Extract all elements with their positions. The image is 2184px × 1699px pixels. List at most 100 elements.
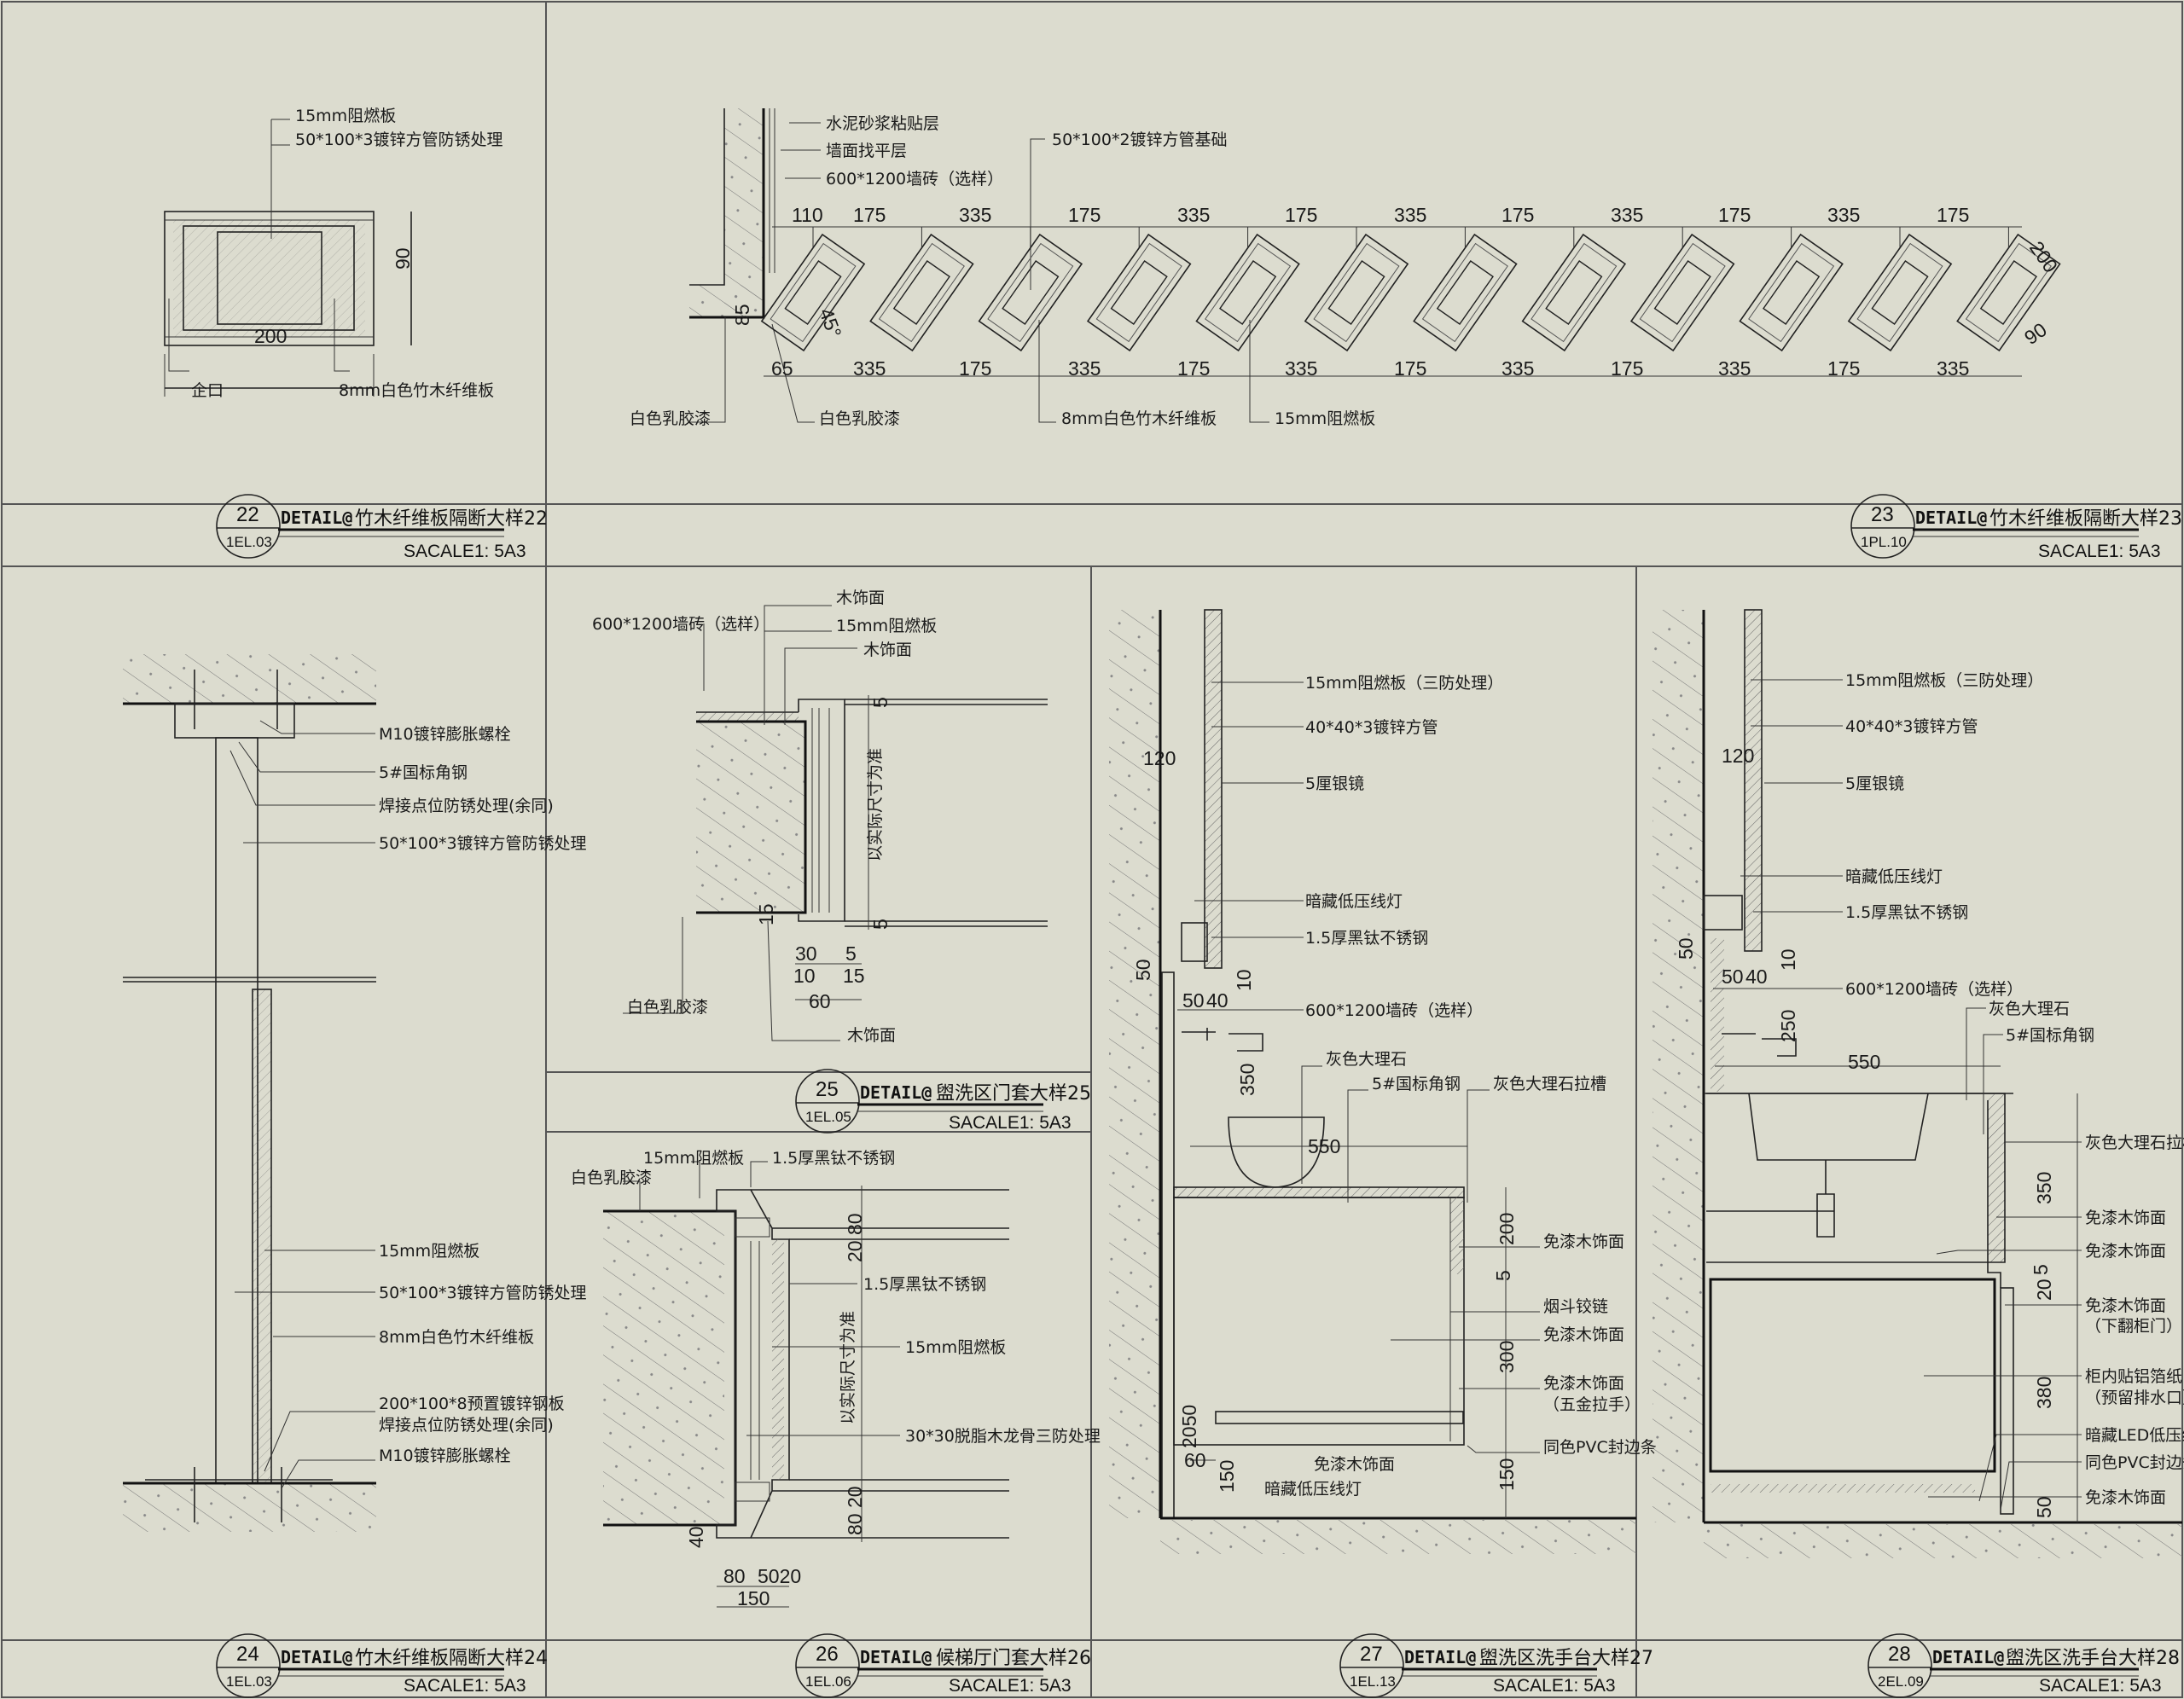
detail-prefix: DETAIL@ — [860, 1082, 932, 1103]
dim: 50 — [2033, 1496, 2055, 1518]
label-angle-steel: 5#国标角钢 — [379, 763, 468, 782]
sheet-ref: 1EL.13 — [1350, 1673, 1396, 1690]
detail-title: 盥洗区门套大样25 — [936, 1083, 1091, 1105]
detail-22: 15mm阻燃板 50*100*3镀锌方管防锈处理 企口 8mm白色竹木纤维板 2… — [164, 107, 503, 400]
dim: 335 — [1285, 357, 1317, 380]
dim: 335 — [1937, 357, 1969, 380]
label-bamboo-board: 8mm白色竹木纤维板 — [379, 1328, 534, 1347]
sheet-ref: 2EL.09 — [1878, 1673, 1924, 1690]
detail-scale: SACALE1: 5A3 — [1493, 1676, 1616, 1696]
dim: 80 — [723, 1565, 746, 1587]
dim: 5 — [1492, 1270, 1514, 1281]
dim: 50 — [1182, 989, 1205, 1012]
dim: 80 20 — [844, 1486, 866, 1535]
dim: 30 — [795, 942, 817, 965]
detail-25: 木饰面 15mm阻燃板 木饰面 600*1200墙砖（选样） 以实际尺寸为准 白… — [592, 589, 1048, 1045]
dim: 20 80 — [844, 1213, 866, 1262]
label-wood-keel: 30*30脱脂木龙骨三防处理 — [905, 1427, 1101, 1446]
label-expansion-bolt: M10镀锌膨胀螺栓 — [379, 725, 511, 744]
label-weld-point-2: 焊接点位防锈处理(余同) — [379, 1416, 554, 1435]
dim: 20 — [2033, 1279, 2055, 1301]
label-wall-tile: 600*1200墙砖（选样） — [1305, 1001, 1483, 1020]
dim: 200 — [1496, 1213, 1518, 1245]
dim: 335 — [1611, 204, 1643, 226]
dim: 175 — [1718, 204, 1751, 226]
dim: 10 — [793, 965, 816, 987]
detail-prefix: DETAIL@ — [281, 1647, 352, 1667]
detail-23-dims-top: 110 175 335 175 335 175 335 175 335 175 … — [792, 204, 1969, 226]
label-bamboo-board: 8mm白色竹木纤维板 — [339, 381, 494, 400]
label-veneer-4: 免漆木饰面 — [2085, 1488, 2166, 1507]
dim: 350 — [2033, 1172, 2055, 1204]
detail-24-structure — [123, 654, 376, 1532]
dim: 335 — [959, 204, 991, 226]
label-hidden-light: 暗藏低压线灯 — [1845, 867, 1943, 886]
detail-27: 15mm阻燃板（三防处理） 40*40*3镀锌方管 5厘银镜 暗藏低压线灯 1.… — [1109, 609, 1657, 1554]
label-wall-tile: 600*1200墙砖（选样） — [592, 615, 770, 634]
sheet-ref: 1EL.05 — [805, 1109, 851, 1125]
detail-22-section — [164, 119, 412, 397]
label-veneer-2: 免漆木饰面 — [1543, 1325, 1624, 1344]
dim: 15 — [755, 903, 777, 925]
label-steel-plate: 200*100*8预置镀锌钢板 — [379, 1395, 565, 1413]
dim: 175 — [1611, 357, 1643, 380]
label-fire-board: 15mm阻燃板（三防处理） — [1305, 674, 1503, 693]
label-angle-steel: 5#国标角钢 — [2006, 1026, 2094, 1045]
dim: 65 — [771, 357, 793, 380]
dim: 5020 — [758, 1565, 801, 1587]
title-block-23: 23 1PL.10 DETAIL@ 竹木纤维板隔断大样23 SACALE1: 5… — [1850, 494, 2182, 561]
detail-scale: SACALE1: 5A3 — [2038, 542, 2161, 561]
partition-block — [760, 233, 866, 352]
sheet-ref: 1EL.03 — [226, 1673, 272, 1690]
dim: 2050 — [1178, 1405, 1200, 1448]
label-fire-board: 15mm阻燃板 — [836, 617, 937, 635]
dim: 120 — [1722, 745, 1754, 767]
dim: 110 — [792, 204, 823, 226]
dim: 335 — [1502, 357, 1534, 380]
label-black-titanium: 1.5厚黑钛不锈钢 — [1845, 903, 1968, 922]
detail-title: 竹木纤维板隔断大样24 — [355, 1648, 548, 1669]
label-wood-veneer-3: 木饰面 — [847, 1026, 896, 1045]
detail-prefix: DETAIL@ — [281, 507, 352, 528]
dim-height: 90 — [392, 247, 414, 270]
sheet-ref: 1PL.10 — [1861, 534, 1907, 550]
dim: 335 — [1718, 357, 1751, 380]
dim: 335 — [1827, 204, 1860, 226]
label-bamboo-board: 8mm白色竹木纤维板 — [1061, 409, 1217, 428]
label-actual-size: 以实际尺寸为准 — [866, 748, 885, 861]
detail-prefix: DETAIL@ — [1932, 1647, 2004, 1667]
label-drain: （预留排水口） — [2085, 1389, 2184, 1407]
dim: 250 — [1777, 1010, 1799, 1042]
label-black-titanium-2: 1.5厚黑钛不锈钢 — [863, 1275, 986, 1294]
detail-26-section — [603, 1161, 1009, 1608]
label-latex-paint: 白色乳胶漆 — [630, 409, 711, 428]
label-veneer: 免漆木饰面 — [2085, 1209, 2166, 1227]
detail-scale: SACALE1: 5A3 — [2039, 1676, 2162, 1696]
label-silver-mirror: 5厘银镜 — [1845, 774, 1904, 793]
dim: 335 — [1177, 204, 1210, 226]
dim: 5 — [869, 697, 892, 708]
dim: 350 — [1236, 1064, 1258, 1096]
dim: 10 — [1233, 969, 1255, 991]
dim: 60 — [1184, 1449, 1206, 1471]
label-veneer-3: 免漆木饰面 — [2085, 1296, 2166, 1315]
dim: 150 — [1496, 1458, 1518, 1491]
label-marble-groove: 灰色大理石拉槽 — [2085, 1134, 2184, 1152]
detail-number: 25 — [816, 1078, 839, 1101]
dim: 380 — [2033, 1377, 2055, 1409]
detail-scale: SACALE1: 5A3 — [404, 1676, 526, 1696]
partition-block — [1086, 233, 1192, 352]
detail-27-section — [1109, 609, 1636, 1554]
partition-block — [1629, 233, 1735, 352]
dim: 120 — [1143, 747, 1176, 769]
title-block-22: 22 1EL.03 DETAIL@ 竹木纤维板隔断大样22 SACALE1: 5… — [216, 494, 548, 561]
label-handle: （五金拉手） — [1543, 1395, 1641, 1414]
dim: 550 — [1848, 1051, 1880, 1073]
label-grey-marble: 灰色大理石 — [1989, 1000, 2070, 1018]
detail-prefix: DETAIL@ — [860, 1647, 932, 1667]
detail-title: 盥洗区洗手台大样27 — [1479, 1648, 1653, 1669]
dim: 550 — [1308, 1135, 1340, 1157]
label-veneer-4: 免漆木饰面 — [1314, 1455, 1395, 1474]
partition-block — [1195, 233, 1300, 352]
detail-number: 27 — [1360, 1643, 1383, 1666]
